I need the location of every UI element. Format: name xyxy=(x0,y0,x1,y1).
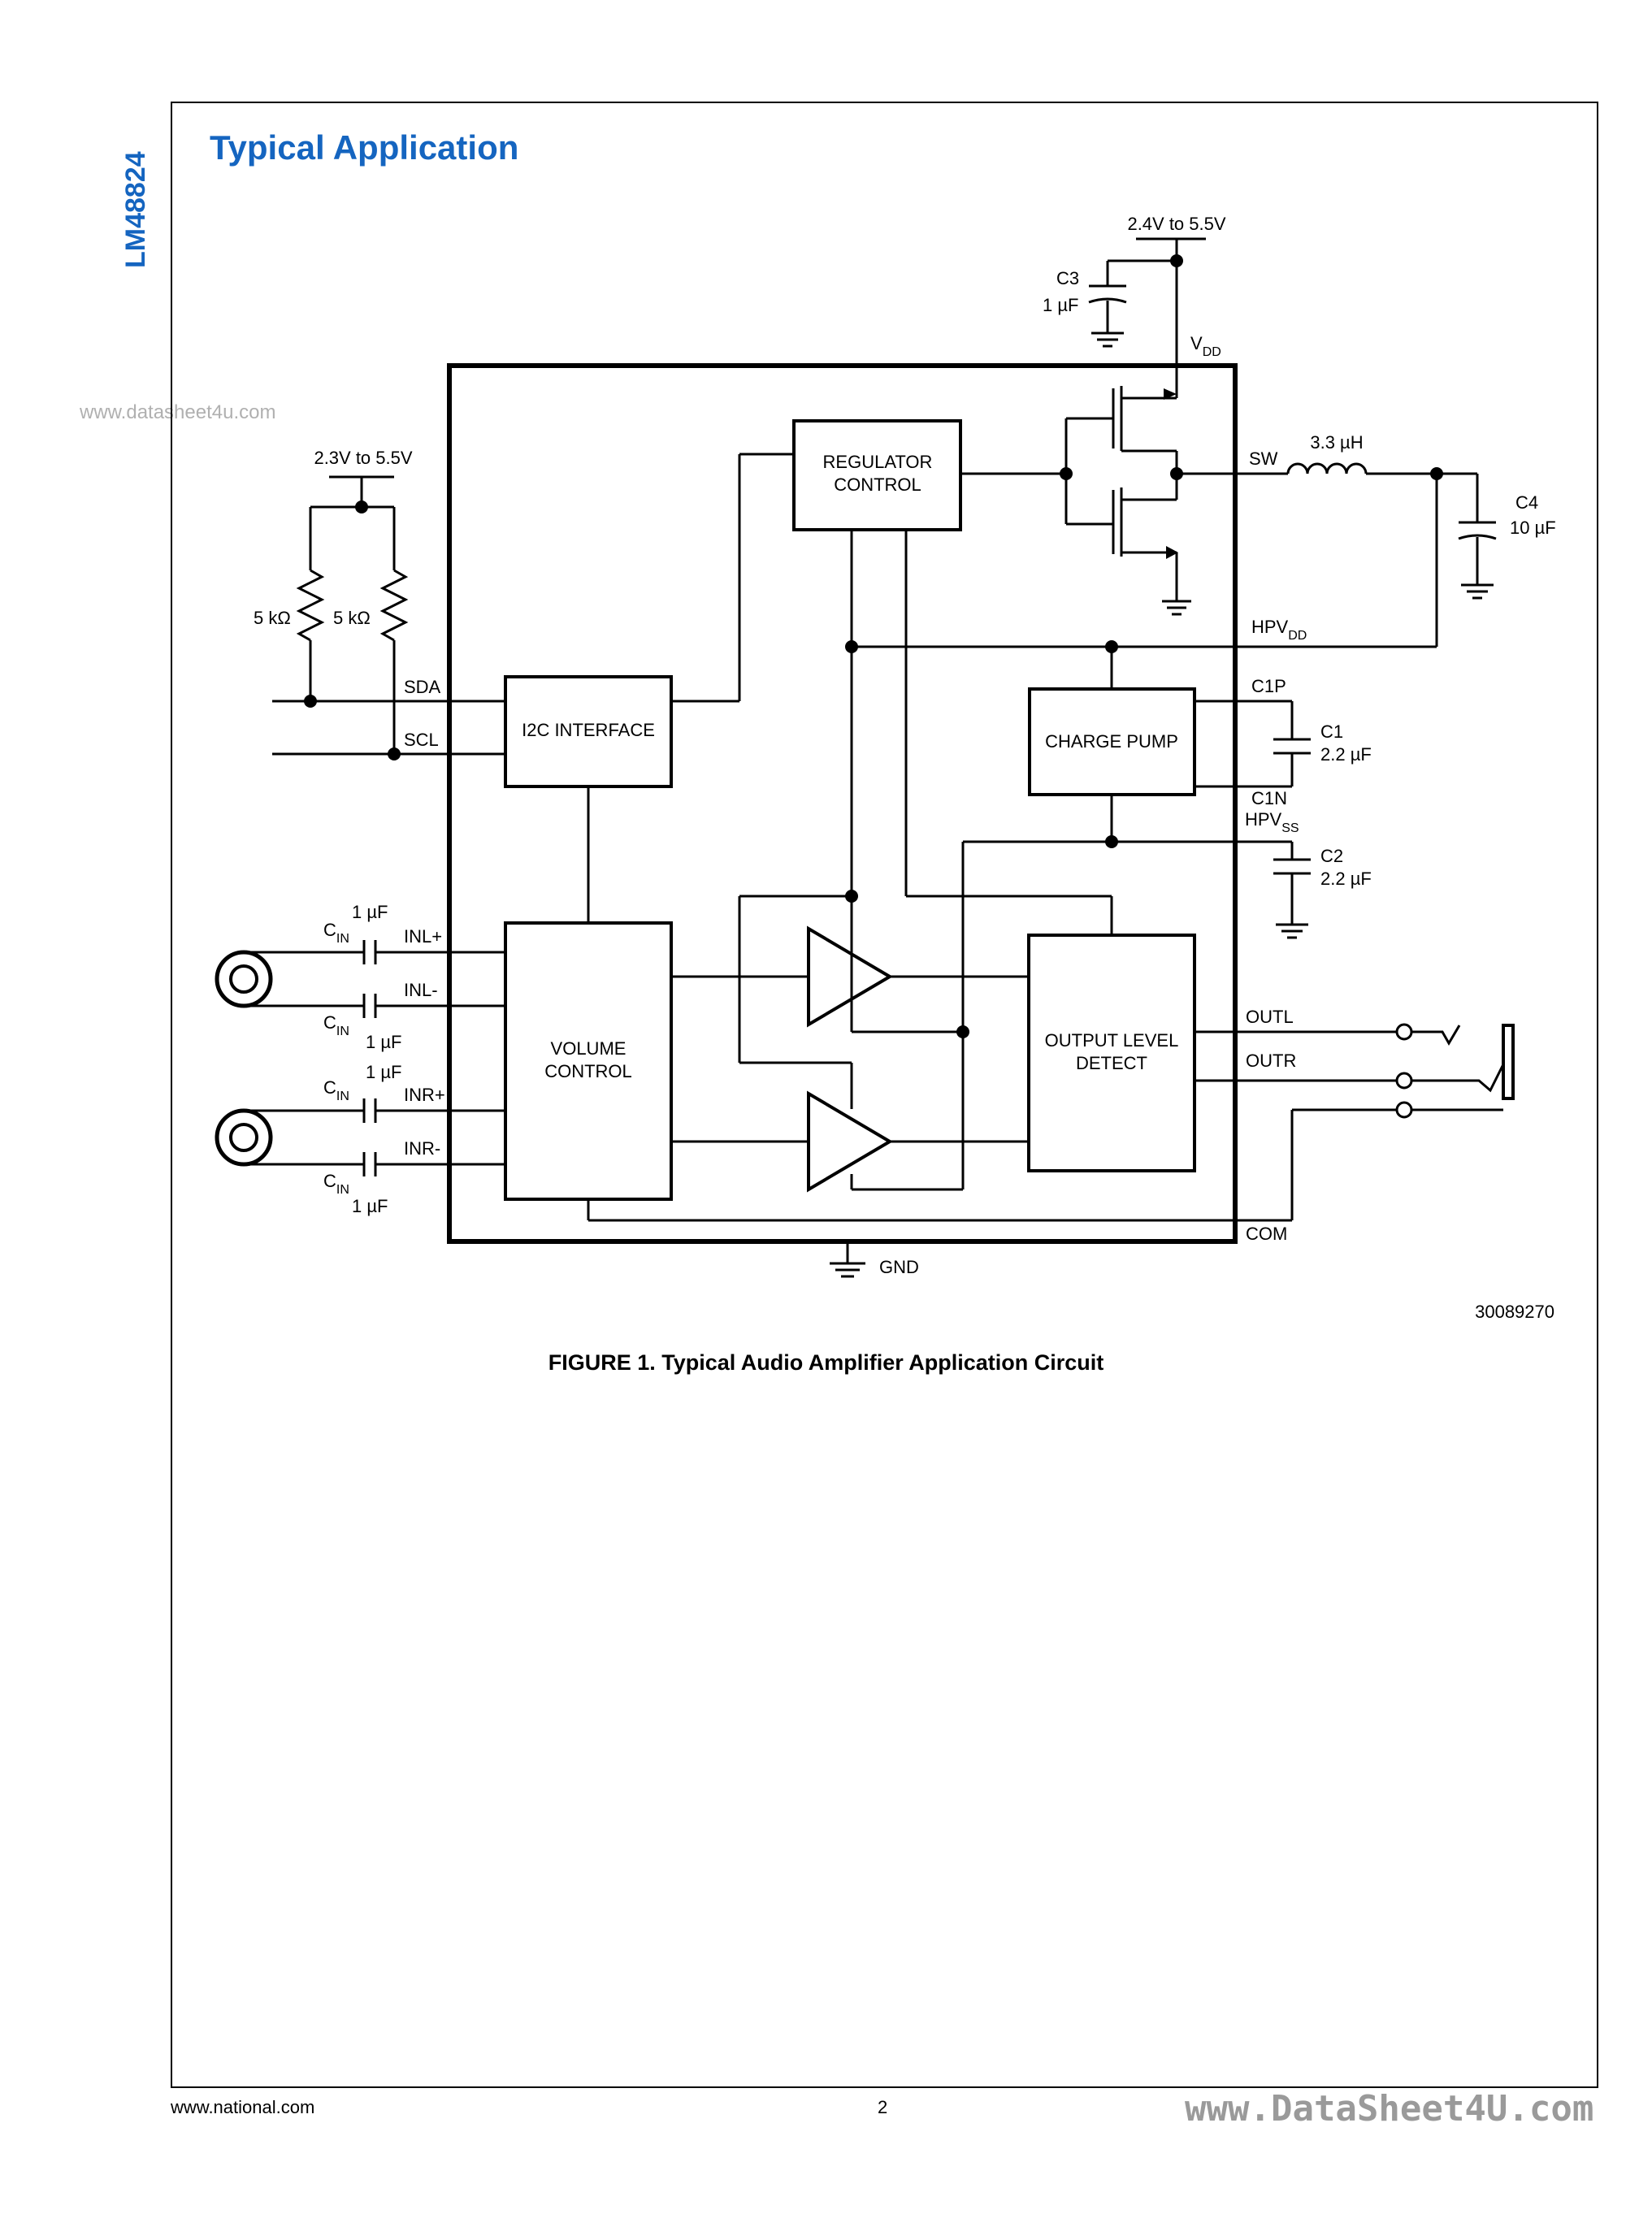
c1p-label: C1P xyxy=(1251,676,1286,696)
page-number: 2 xyxy=(878,2097,888,2117)
inl-plus-label: INL+ xyxy=(404,926,442,947)
c2-name: C2 xyxy=(1320,846,1343,866)
cin-value-2: 1 µF xyxy=(366,1032,401,1052)
cin-label-4: CIN xyxy=(323,1171,349,1197)
inductor-label: 3.3 µH xyxy=(1310,432,1363,453)
regulator-label-1: REGULATOR xyxy=(823,452,933,472)
hpvss-label: HPVSS xyxy=(1245,809,1299,835)
inr-plus-label: INR+ xyxy=(404,1085,445,1105)
chip-outline xyxy=(447,363,1238,1244)
c1-name: C1 xyxy=(1320,721,1343,742)
output-label-1: OUTPUT LEVEL xyxy=(1045,1030,1179,1051)
supply-main-label: 2.4V to 5.5V xyxy=(1127,214,1225,234)
c1n-label: C1N xyxy=(1251,788,1287,808)
regulator-label-2: CONTROL xyxy=(834,474,921,495)
inl-minus-label: INL- xyxy=(404,980,438,1000)
sda-label: SDA xyxy=(404,677,441,697)
cin-label-2: CIN xyxy=(323,1012,349,1038)
c4-value: 10 µF xyxy=(1510,518,1556,538)
cin-value-1: 1 µF xyxy=(352,902,388,922)
outl-label: OUTL xyxy=(1246,1007,1294,1027)
footer-website-link[interactable]: www.national.com xyxy=(171,2097,315,2117)
c1-value: 2.2 µF xyxy=(1320,744,1372,765)
gnd-label: GND xyxy=(879,1257,919,1277)
watermark-bottom: www.DataSheet4U.com xyxy=(1185,2088,1594,2130)
page-frame xyxy=(171,102,1598,2088)
vdd-label: VDD xyxy=(1190,333,1221,359)
amplifier-right xyxy=(807,1090,893,1193)
volume-control-block xyxy=(504,921,673,1201)
com-label: COM xyxy=(1246,1224,1287,1244)
inr-minus-label: INR- xyxy=(404,1138,440,1159)
r1-label: 5 kΩ xyxy=(254,608,291,628)
charge-pump-label: CHARGE PUMP xyxy=(1045,731,1178,752)
cin-value-4: 1 µF xyxy=(352,1196,388,1216)
outr-label: OUTR xyxy=(1246,1051,1296,1071)
cin-label-3: CIN xyxy=(323,1077,349,1103)
cin-value-3: 1 µF xyxy=(366,1062,401,1082)
watermark-top: www.datasheet4u.com xyxy=(80,401,276,423)
c2-value: 2.2 µF xyxy=(1320,869,1372,889)
amplifier-left xyxy=(807,925,893,1028)
sw-label: SW xyxy=(1249,448,1278,469)
supply-i2c-label: 2.3V to 5.5V xyxy=(314,448,412,468)
i2c-label: I2C INTERFACE xyxy=(522,720,655,740)
scl-label: SCL xyxy=(404,730,439,750)
c4-name: C4 xyxy=(1515,492,1538,513)
i2c-interface-block xyxy=(504,675,673,788)
r2-label: 5 kΩ xyxy=(333,608,371,628)
hpvdd-label: HPVDD xyxy=(1251,617,1307,643)
drawing-id: 30089270 xyxy=(1475,1302,1554,1322)
volume-label-1: VOLUME xyxy=(551,1038,627,1059)
c3-name: C3 xyxy=(1056,268,1079,288)
output-label-2: DETECT xyxy=(1076,1053,1147,1073)
figure-caption: FIGURE 1. Typical Audio Amplifier Applic… xyxy=(548,1350,1104,1375)
c3-value: 1 µF xyxy=(1043,295,1078,315)
regulator-control-block xyxy=(792,419,962,531)
output-level-detect-block xyxy=(1027,934,1196,1172)
cin-label-1: CIN xyxy=(323,920,349,946)
volume-label-2: CONTROL xyxy=(544,1061,632,1081)
section-title: Typical Application xyxy=(210,128,519,167)
